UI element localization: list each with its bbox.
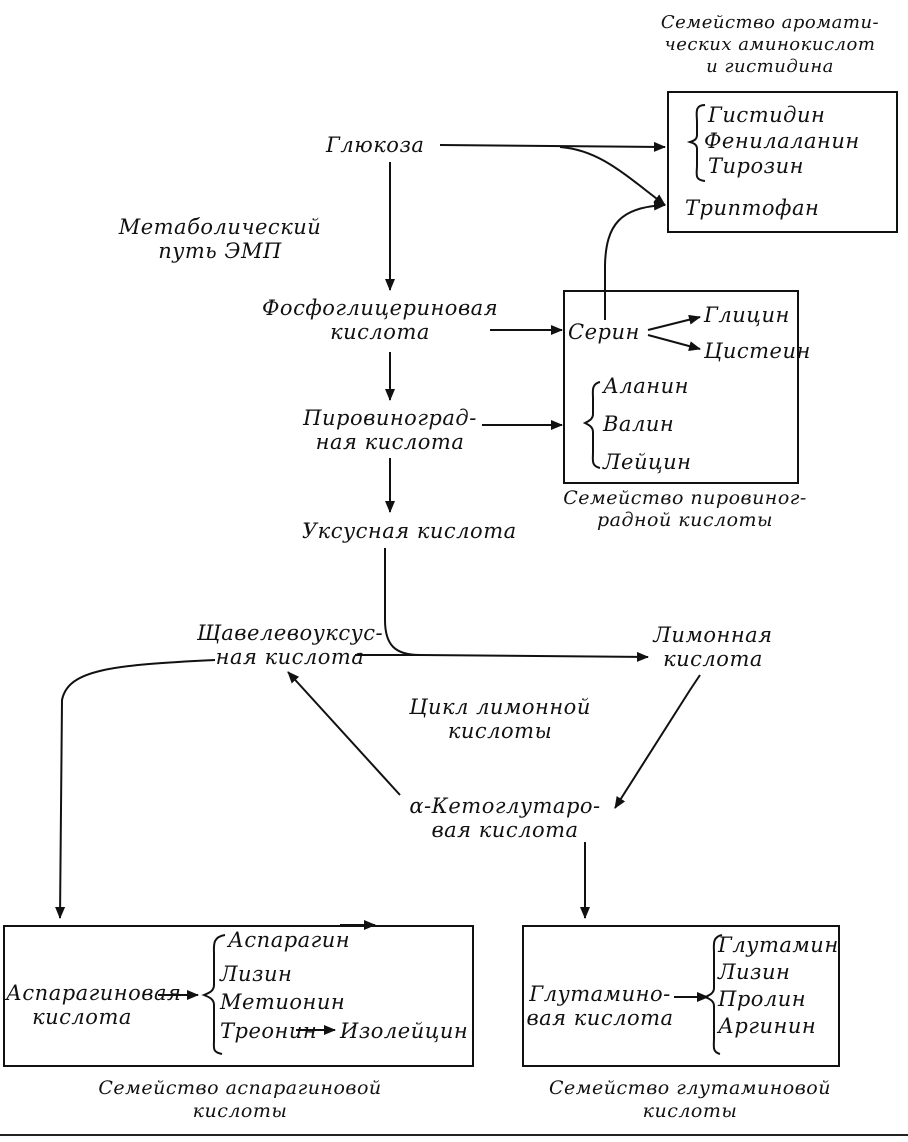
emp-pathway-line2: путь ЭМП	[158, 239, 282, 263]
pyruvate-family-box	[563, 290, 799, 484]
aspartate-lysine-label: Лизин	[220, 962, 293, 986]
glutamate-lysine-label: Лизин	[718, 960, 791, 984]
phenylalanine-label: Фенилаланин	[704, 129, 860, 153]
proline-label: Пролин	[718, 987, 807, 1011]
asparagine-label: Аспарагин	[228, 928, 351, 952]
cysteine-label: Цистеин	[704, 339, 811, 363]
citric-cycle-label: Цикл лимонной кислоты	[395, 695, 605, 743]
brace-pyruvate	[582, 381, 601, 469]
pyruvate-caption-line1: Семейство пировиног-	[563, 487, 807, 509]
tyrosine-label: Тирозин	[708, 154, 804, 178]
oxaloacetic-line1: Щавелевоуксус-	[196, 621, 384, 645]
arrow-oxaloacetic-to-aspartate	[55, 659, 216, 919]
arrow-serine-to-cysteine	[647, 334, 701, 351]
pyruvic-line1: Пировиноград-	[303, 406, 477, 430]
glutamine-label: Глутамин	[718, 933, 839, 957]
aromatic-family-caption: Семейство аромати- ческих аминокислот и …	[640, 12, 900, 78]
aromatic-caption-line1: Семейство аромати-	[660, 12, 880, 33]
oxaloacetic-line2: ная кислота	[215, 645, 365, 669]
glucose-label: Глюкоза	[326, 133, 425, 157]
pyruvate-family-caption: Семейство пировиног- радной кислоты	[540, 487, 830, 531]
isoleucine-label: Изолейцин	[340, 1019, 469, 1043]
arrow-citric-to-ketoglutaric	[614, 674, 701, 809]
phosphoglyceric-line2: кислота	[330, 320, 430, 344]
acetic-acid-label: Уксусная кислота	[302, 519, 517, 543]
brace-aspartate	[201, 934, 226, 1055]
aspartic-line1: Аспарагиновая	[6, 981, 182, 1005]
aspartic-acid-label: Аспарагиновая кислота	[6, 981, 182, 1029]
arrow-serine-to-tryptophan	[604, 200, 666, 320]
tryptophan-label: Триптофан	[685, 196, 820, 220]
glutamic-line2: вая кислота	[526, 1006, 674, 1030]
citric-acid-label: Лимонная кислота	[648, 623, 778, 671]
phosphoglyceric-line1: Фосфоглицериновая	[262, 296, 499, 320]
aromatic-caption-line3: и гистидина	[706, 56, 834, 77]
pyruvic-line2: ная кислота	[315, 430, 465, 454]
ketoglutaric-acid-label: α-Кетоглутаро- вая кислота	[405, 794, 605, 842]
arrow-glucose-to-aromatic	[439, 141, 666, 152]
aspartate-caption-line1: Семейство аспарагиновой	[98, 1077, 382, 1099]
arrow-acetic-to-citric	[384, 548, 649, 662]
methionine-label: Метионин	[220, 990, 346, 1014]
emp-pathway-line1: Метаболический	[118, 215, 322, 239]
arrow-serine-to-glycine	[647, 314, 701, 331]
glutamate-caption-line2: кислоты	[642, 1100, 738, 1122]
aspartate-family-box	[3, 925, 474, 1067]
oxaloacetic-acid-label: Щавелевоуксус- ная кислота	[190, 621, 390, 669]
pyruvic-acid-label: Пировиноград- ная кислота	[290, 406, 490, 454]
cycle-line2: кислоты	[447, 719, 553, 743]
arrow-glucose-to-tryptophan	[559, 146, 666, 206]
arginine-label: Аргинин	[718, 1014, 817, 1038]
valine-label: Валин	[603, 412, 675, 436]
histidine-label: Гистидин	[708, 103, 826, 127]
citric-line2: кислота	[663, 647, 763, 671]
aspartic-line2: кислота	[32, 1005, 132, 1029]
aromatic-caption-line2: ческих аминокислот	[664, 34, 876, 55]
glutamate-family-caption: Семейство глутаминовой кислоты	[520, 1077, 860, 1123]
glutamate-family-box	[522, 925, 840, 1067]
threonine-label: Треонин	[220, 1019, 318, 1043]
brace-aromatic	[686, 104, 706, 182]
brace-glutamate	[702, 934, 723, 1055]
phosphoglyceric-acid-label: Фосфоглицериновая кислота	[262, 296, 498, 344]
alanine-label: Аланин	[603, 374, 689, 398]
aspartate-caption-line2: кислоты	[192, 1100, 288, 1122]
bottom-rule	[0, 1134, 908, 1136]
aromatic-family-box	[667, 91, 898, 233]
aspartate-family-caption: Семейство аспарагиновой кислоты	[40, 1077, 440, 1123]
glutamic-acid-label: Глутамино- вая кислота	[524, 982, 676, 1030]
pyruvate-caption-line2: радной кислоты	[596, 509, 773, 531]
glutamate-caption-line1: Семейство глутаминовой	[549, 1077, 831, 1099]
ketoglutaric-line2: вая кислота	[431, 818, 579, 842]
ketoglutaric-line1: α-Кетоглутаро-	[409, 794, 601, 818]
citric-line1: Лимонная	[653, 623, 773, 647]
glutamic-line1: Глутамино-	[529, 982, 671, 1006]
emp-pathway-label: Метаболический путь ЭМП	[115, 215, 325, 263]
arrow-ketoglutaric-to-oxaloacetic	[287, 671, 401, 796]
cycle-line1: Цикл лимонной	[409, 695, 591, 719]
serine-label: Серин	[568, 320, 640, 344]
leucine-label: Лейцин	[603, 450, 692, 474]
glycine-label: Глицин	[704, 303, 790, 327]
